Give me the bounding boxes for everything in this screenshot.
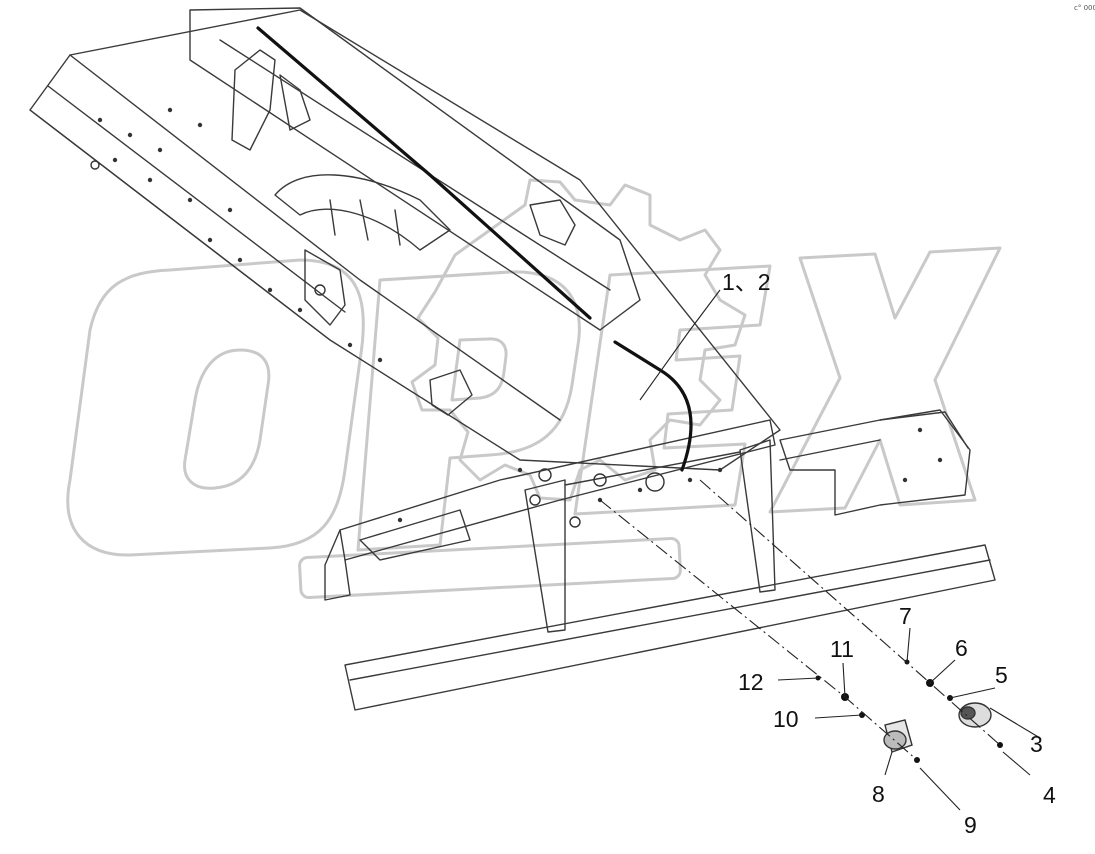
callout-10: 10	[773, 706, 799, 732]
bracket-small	[429, 369, 473, 416]
bushing-8	[883, 719, 913, 753]
crossmember	[274, 174, 451, 251]
callout-12: 12	[738, 669, 764, 695]
watermark-letter-e	[573, 264, 772, 516]
upper-cross-rail	[189, 7, 641, 331]
callout-6: 6	[955, 635, 968, 661]
callouts: 1、2 3 4 5 6 7 8 9 10 11 12	[722, 269, 1056, 838]
lower-frame	[339, 419, 776, 561]
callout-3: 3	[1030, 731, 1043, 757]
leg-right	[739, 439, 776, 593]
watermark-bar	[298, 536, 682, 600]
callout-11: 11	[830, 636, 854, 662]
watermark	[66, 178, 1002, 600]
rivets	[90, 107, 943, 528]
callout-5: 5	[995, 662, 1008, 688]
watermark-letter-x	[768, 246, 1002, 514]
side-rail	[29, 9, 781, 471]
bracket-mid	[304, 249, 346, 326]
watermark-letter-p	[356, 270, 581, 552]
callout-8: 8	[872, 781, 885, 807]
watermark-letter-o	[66, 258, 365, 557]
bracket-right	[529, 199, 576, 246]
leader-lines	[599, 289, 1041, 811]
cable-harness	[256, 26, 693, 472]
corner-mark: c° 000	[1074, 4, 1095, 12]
leg-left	[524, 479, 566, 633]
right-arm	[779, 409, 971, 516]
callout-7: 7	[899, 603, 912, 629]
bracket-top	[231, 49, 276, 151]
frame-assembly	[29, 7, 996, 711]
bottom-channel	[344, 544, 996, 711]
gear-icon	[410, 178, 747, 502]
callout-4: 4	[1043, 782, 1056, 808]
bushing-3	[958, 702, 992, 728]
callout-1-2: 1、2	[722, 269, 771, 295]
callout-9: 9	[964, 812, 977, 838]
